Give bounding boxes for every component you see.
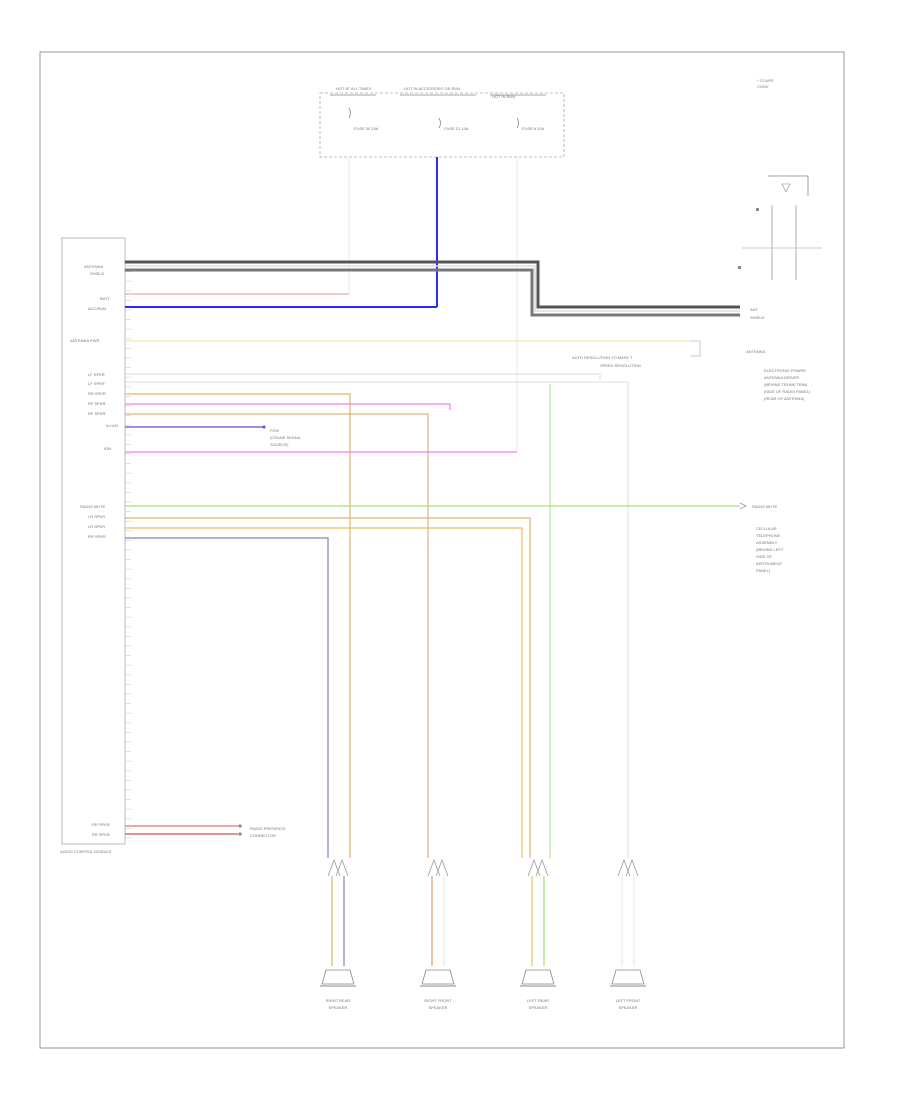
pin-label-bottom-2: RR SPKR — [92, 832, 110, 837]
speaker-connector — [427, 858, 449, 877]
speaker-connector — [527, 858, 549, 877]
corner-note-line-2: CONV — [757, 84, 769, 89]
module-label: AUDIO CONTROL MODULE — [60, 849, 112, 854]
pin-label-lf2: LF SPKR — [88, 381, 105, 386]
speaker-connector — [327, 858, 349, 877]
fuse-2-label: FUSE 21 10A — [444, 126, 469, 131]
pin-label-rfneg: RF SPKR — [88, 411, 105, 416]
mid-label-2: (CRANK SIGNAL — [270, 435, 302, 440]
bottom-note-1: RADIO PRESENCE — [250, 826, 286, 831]
mute-desc: CELLULAR TELEPHONE ASSEMBLY (BEHIND LEFT… — [756, 526, 784, 573]
splice-note-2: SPEED RESOLUTION — [600, 363, 641, 368]
fuse-top-label-1: HOT AT ALL TIMES — [336, 86, 371, 91]
fuse-3-label: FUSE 6 10A — [522, 126, 545, 131]
mute-label: RADIO MUTE — [752, 504, 777, 509]
fuse-1-label: FUSE 30 15A — [354, 126, 379, 131]
speaker-4: LEFT FRONT SPEAKER — [610, 858, 646, 1010]
speaker-connector — [617, 858, 639, 877]
audio-control-module — [61, 237, 126, 845]
right-label-shield: SHIELD — [750, 315, 765, 320]
antenna-connector — [738, 175, 822, 280]
right-label-ant: ANT — [750, 307, 759, 312]
pin-label-ilum: ILLUM — [106, 423, 118, 428]
speaker-2: RIGHT FRONT SPEAKER — [420, 858, 456, 1010]
svg-text:INSTRUMENT: INSTRUMENT — [756, 561, 783, 566]
wire-antenna-shield — [125, 268, 740, 317]
wire-lf-out2 — [125, 381, 629, 858]
wire-lr-pos — [125, 517, 531, 858]
svg-text:PANEL): PANEL) — [756, 568, 771, 573]
wire-rf-neg — [125, 413, 429, 858]
wire-rr-pos — [125, 393, 351, 858]
fuse-top-label-3: HOT IN RUN — [492, 94, 515, 99]
speaker-1: RIGHT REAR SPEAKER — [320, 858, 356, 1010]
pin-label-rrneg: RR SPKR — [88, 534, 106, 539]
svg-text:(SIDE OF RADIO PANEL): (SIDE OF RADIO PANEL) — [764, 389, 811, 394]
pin-label-lf1: LF SPKR — [88, 372, 105, 377]
speaker-icon — [421, 969, 455, 985]
pin-label-accrun: ACC/RUN — [88, 306, 106, 311]
pin-label-mute: RADIO MUTE — [80, 504, 105, 509]
svg-text:(BEHIND LEFT: (BEHIND LEFT — [756, 547, 784, 552]
speaker-label: LEFT FRONT — [616, 998, 641, 1003]
speaker-label: SPEAKER — [429, 1005, 448, 1010]
speaker-label: SPEAKER — [329, 1005, 348, 1010]
wire-lf-out1 — [125, 373, 601, 380]
pin-label-rfpos: RF SPKR — [88, 401, 105, 406]
svg-text:CELLULAR: CELLULAR — [756, 526, 777, 531]
pin-label-antenna: ANTENNA — [84, 264, 103, 269]
speaker-icon — [521, 969, 555, 985]
pin-label-rrpos: RR SPKR — [88, 391, 106, 396]
speaker-icon — [321, 969, 355, 985]
pin-label-batt: BATT — [100, 296, 110, 301]
pin-label-ign: IGN — [104, 446, 111, 451]
antenna-note: ANTENNA — [746, 349, 765, 354]
speaker-label: RIGHT REAR — [326, 998, 351, 1003]
wire-antenna-coax — [125, 260, 740, 309]
diagram-frame — [39, 51, 845, 1049]
pin-label-antpwr: ANTENNA PWR — [70, 338, 99, 343]
pin-label-lrneg: LR SPKR — [88, 524, 105, 529]
splice-note-1: AUTO RESOLUTION TO MASK T — [572, 355, 633, 360]
pin-label-lrpos: LR SPKR — [88, 514, 105, 519]
speaker-icon — [611, 969, 645, 985]
module-pin-ticks — [125, 261, 131, 839]
svg-text:ANTENNA DRIVER: ANTENNA DRIVER — [764, 375, 799, 380]
pin-label-shield: SHIELD — [90, 271, 105, 276]
bottom-note-2: CONNECTOR — [250, 833, 276, 838]
corner-note-line-1: * COUPE — [757, 78, 774, 83]
svg-text:ELECTRONIC POWER: ELECTRONIC POWER — [764, 368, 806, 373]
antenna-desc: ELECTRONIC POWER ANTENNA DRIVER (BEHIND … — [764, 368, 811, 401]
pin-labels: ANTENNA SHIELD BATT ACC/RUN ANTENNA PWR … — [70, 264, 118, 837]
svg-text:ASSEMBLY: ASSEMBLY — [756, 540, 778, 545]
pin-label-bottom-1: RR SPKR — [92, 822, 110, 827]
mid-label-3: SOURCE) — [270, 442, 289, 447]
svg-text:(BEHIND TRUNK TRIM): (BEHIND TRUNK TRIM) — [764, 382, 808, 387]
svg-text:SIDE OF: SIDE OF — [756, 554, 773, 559]
speaker-label: SPEAKER — [619, 1005, 638, 1010]
fuse-box: HOT AT ALL TIMES HOT IN ACCESSORY OR RUN… — [319, 86, 565, 158]
wire-rf-pos — [125, 403, 451, 410]
mid-label-1: PCM — [270, 428, 279, 433]
speaker-label: SPEAKER — [529, 1005, 548, 1010]
svg-text:(REAR OF ANTENNA): (REAR OF ANTENNA) — [764, 396, 805, 401]
speaker-label: LEFT REAR — [527, 998, 549, 1003]
svg-text:TELEPHONE: TELEPHONE — [756, 533, 781, 538]
wire-rr-neg — [125, 537, 329, 858]
fuse-top-label-2: HOT IN ACCESSORY OR RUN — [404, 86, 460, 91]
speaker-3: LEFT REAR SPEAKER — [520, 858, 556, 1010]
wire-lr-neg — [125, 527, 523, 858]
speaker-label: RIGHT FRONT — [424, 998, 452, 1003]
